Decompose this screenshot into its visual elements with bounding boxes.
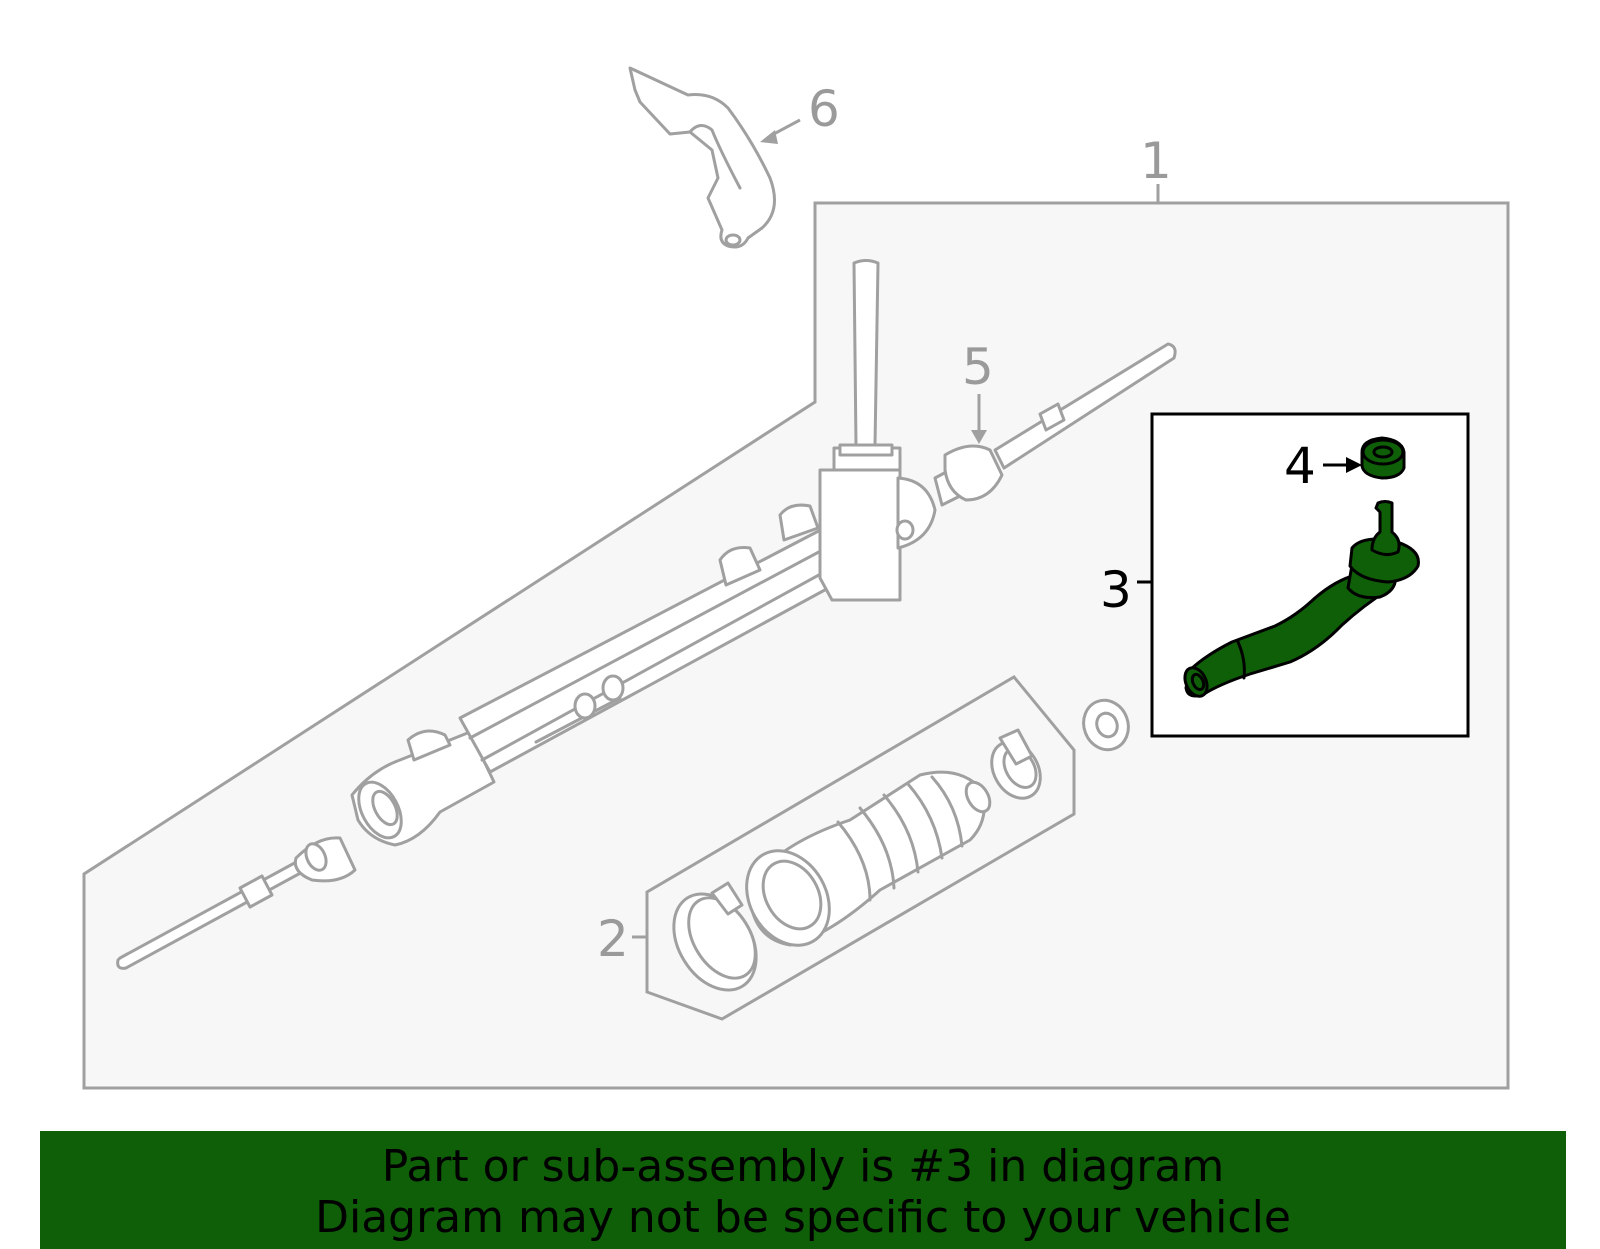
callout-5: 5 [962,338,994,396]
callout-2: 2 [597,910,629,968]
callout-3: 3 [1100,561,1132,619]
heat-shield-part-6 [628,66,776,249]
callout-1: 1 [1140,132,1172,190]
callout-6: 6 [808,80,840,138]
callout-4: 4 [1284,437,1316,495]
boot-kit-parts [672,698,1130,992]
banner-line-1: Part or sub-assembly is #3 in diagram [381,1141,1225,1192]
tie-rod-end-part-3 [1183,500,1420,698]
banner-line-2: Diagram may not be specific to your vehi… [315,1192,1291,1243]
callout-6-arrowhead [760,130,778,144]
callout-5-arrowhead [971,430,987,444]
steering-rack [116,259,1177,970]
nut-part-4 [1360,436,1406,480]
callout-4-arrowhead [1346,457,1362,473]
part-info-banner: Part or sub-assembly is #3 in diagram Di… [40,1131,1566,1249]
